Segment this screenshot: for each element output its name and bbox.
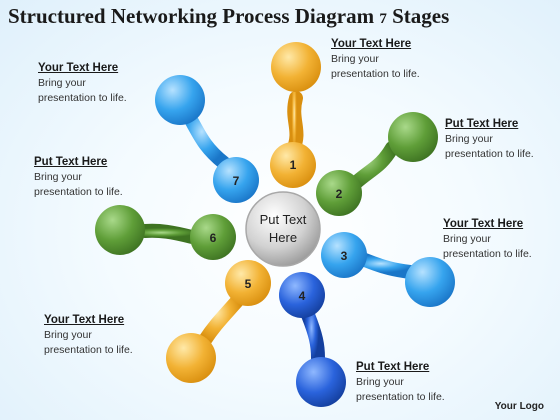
- stage-2-number: 2: [336, 187, 343, 201]
- stage-5-node: [225, 260, 271, 306]
- hub-text-line1: Put Text: [260, 212, 307, 227]
- title-stage-count: 7: [379, 11, 387, 27]
- callout-body: Bring your presentation to life.: [445, 133, 534, 160]
- stage-1-number: 1: [290, 158, 297, 172]
- callout-stage-3: Your Text Here Bring your presentation t…: [443, 217, 560, 262]
- title-suffix: Stages: [392, 4, 450, 28]
- stage-2-arm: 2: [316, 112, 438, 216]
- stage-3-outer-node: [405, 257, 455, 307]
- callout-body: Bring your presentation to life.: [331, 53, 420, 80]
- stage-5-number: 5: [245, 277, 252, 291]
- stage-4-arm: 4: [279, 272, 346, 407]
- stage-4-number: 4: [299, 289, 306, 303]
- stage-1-node: [270, 142, 316, 188]
- callout-heading: Your Text Here: [38, 62, 119, 74]
- stage-4-node: [279, 272, 325, 318]
- stage-1-outer-node: [271, 42, 321, 92]
- title-main: Structured Networking Process Diagram: [8, 4, 375, 28]
- callout-stage-2: Put Text Here Bring your presentation to…: [445, 117, 560, 162]
- callout-body: Bring your presentation to life.: [44, 329, 133, 356]
- stage-7-number: 7: [233, 174, 240, 188]
- stage-6-node: [190, 214, 236, 260]
- stage-3-number: 3: [341, 249, 348, 263]
- stage-3-node: [321, 232, 367, 278]
- stage-5-arm: 5: [166, 260, 271, 383]
- stage-7-arm: 7: [155, 75, 259, 203]
- stage-6-outer-node: [95, 205, 145, 255]
- stage-1-arm: 1: [270, 42, 321, 188]
- stage-6-arm: 6: [95, 205, 236, 260]
- hub-text-line2: Here: [269, 230, 297, 245]
- logo-text: Your Logo: [494, 401, 544, 412]
- callout-heading: Put Text Here: [34, 156, 108, 168]
- callout-heading: Put Text Here: [445, 118, 519, 130]
- stage-3-arm: 3: [321, 232, 455, 307]
- callout-body: Bring your presentation to life.: [443, 233, 532, 260]
- callout-body: Bring your presentation to life.: [38, 77, 127, 104]
- callout-heading: Your Text Here: [443, 218, 524, 230]
- callout-stage-5: Your Text Here Bring your presentation t…: [44, 313, 184, 358]
- callout-heading: Your Text Here: [331, 38, 412, 50]
- stage-5-outer-node: [166, 333, 216, 383]
- stage-2-node: [316, 170, 362, 216]
- hub: Put Text Here: [245, 191, 321, 267]
- stage-7-outer-node: [155, 75, 205, 125]
- stage-2-outer-node: [388, 112, 438, 162]
- callout-body: Bring your presentation to life.: [34, 171, 123, 198]
- callout-stage-6: Put Text Here Bring your presentation to…: [34, 155, 174, 200]
- callout-body: Bring your presentation to life.: [356, 376, 445, 403]
- hub-circle: [245, 191, 321, 267]
- page-title: Structured Networking Process Diagram 7 …: [8, 4, 449, 29]
- stage-6-number: 6: [210, 231, 217, 245]
- callout-heading: Put Text Here: [356, 361, 430, 373]
- stage-4-outer-node: [296, 357, 346, 407]
- stage-7-node: [213, 157, 259, 203]
- callout-stage-1: Your Text Here Bring your presentation t…: [331, 37, 471, 82]
- callout-stage-4: Put Text Here Bring your presentation to…: [356, 360, 496, 405]
- callout-stage-7: Your Text Here Bring your presentation t…: [38, 61, 178, 106]
- callout-heading: Your Text Here: [44, 314, 125, 326]
